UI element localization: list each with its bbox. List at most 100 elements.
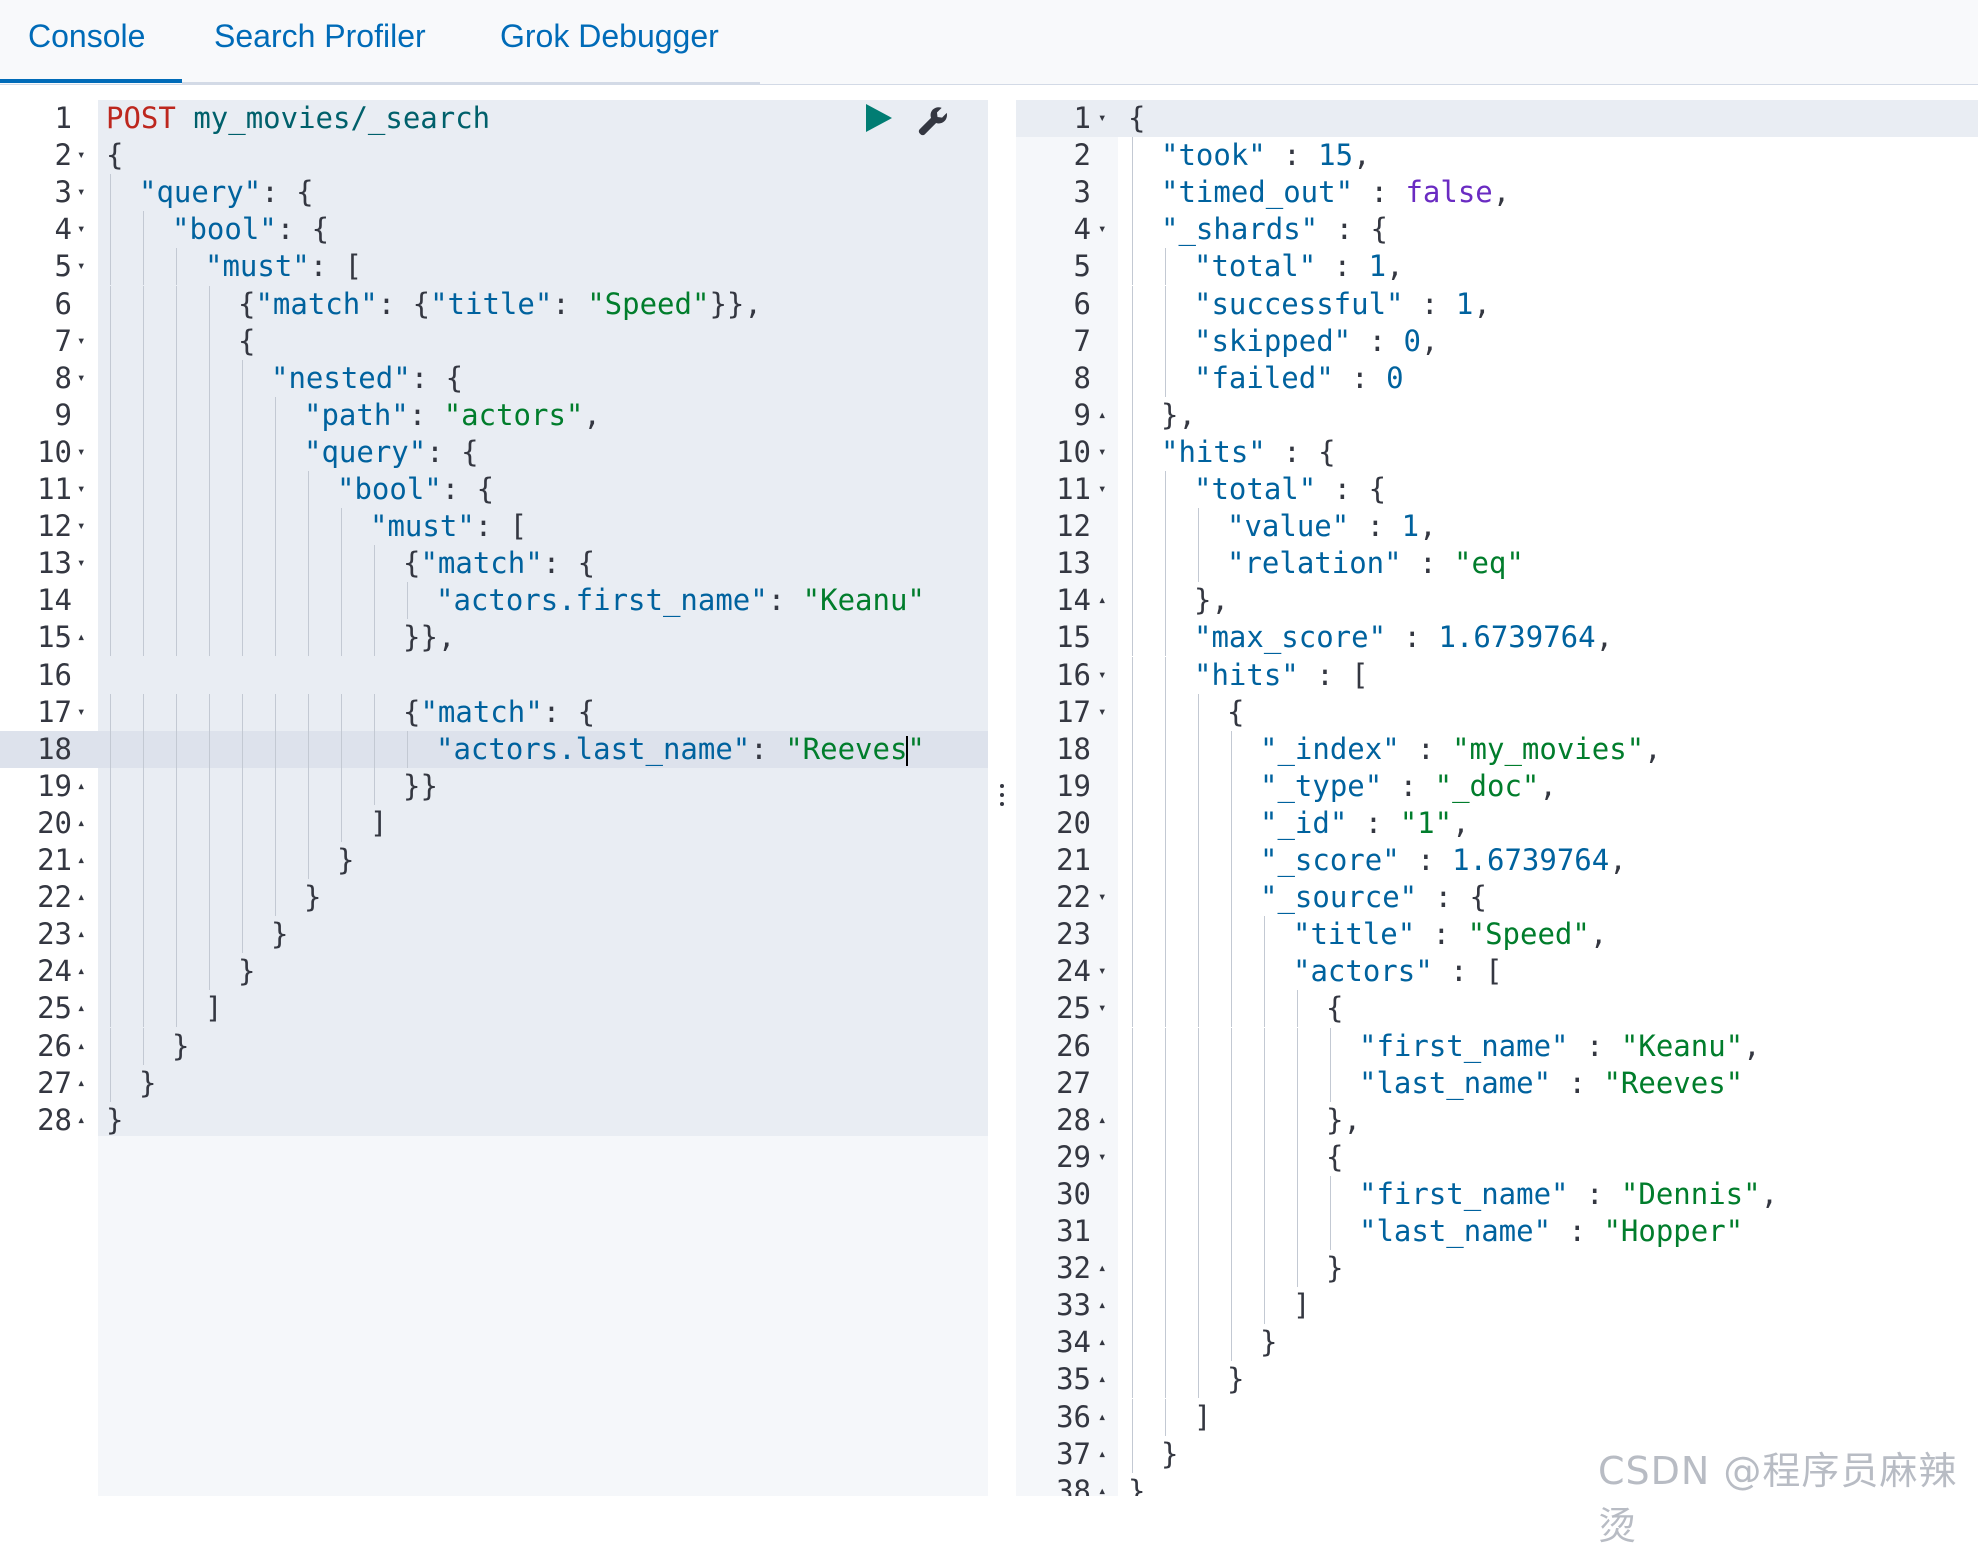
code-line[interactable]: 19▴}}: [0, 767, 990, 805]
code-line[interactable]: 17▾{: [1016, 693, 1978, 731]
code-line[interactable]: 34▴}: [1016, 1324, 1978, 1362]
fold-arrow-down-icon[interactable]: ▾: [77, 184, 86, 201]
fold-arrow-up-icon[interactable]: ▴: [77, 1000, 86, 1017]
fold-arrow-up-icon[interactable]: ▴: [1098, 1111, 1107, 1128]
response-viewer[interactable]: 1▾{2"took" : 15,3"timed_out" : false,4▾"…: [1016, 100, 1978, 1496]
code-line[interactable]: 1▾{: [1016, 100, 1978, 137]
code-line[interactable]: 6"successful" : 1,: [1016, 285, 1978, 323]
code-line[interactable]: 24▾"actors" : [: [1016, 953, 1978, 991]
code-line[interactable]: 6{"match": {"title": "Speed"}},: [0, 285, 990, 323]
code-line[interactable]: 17▾{"match": {: [0, 693, 990, 731]
code-line[interactable]: 25▾{: [1016, 990, 1978, 1028]
code-line[interactable]: 2▾{: [0, 137, 990, 174]
fold-arrow-down-icon[interactable]: ▾: [77, 555, 86, 572]
code-line[interactable]: 24▴}: [0, 953, 990, 991]
code-line[interactable]: 27▴}: [0, 1064, 990, 1102]
code-line[interactable]: 11▾"bool": {: [0, 471, 990, 509]
fold-arrow-up-icon[interactable]: ▴: [1098, 1334, 1107, 1351]
code-line[interactable]: 19"_type" : "_doc",: [1016, 767, 1978, 805]
fold-arrow-down-icon[interactable]: ▾: [1098, 110, 1107, 126]
code-line[interactable]: 22▾"_source" : {: [1016, 879, 1978, 917]
code-line[interactable]: 4▾"bool": {: [0, 211, 990, 249]
fold-arrow-up-icon[interactable]: ▴: [77, 629, 86, 646]
play-icon[interactable]: [866, 104, 892, 132]
fold-arrow-down-icon[interactable]: ▾: [1098, 703, 1107, 720]
fold-arrow-up-icon[interactable]: ▴: [1098, 1445, 1107, 1462]
code-line[interactable]: 36▴]: [1016, 1398, 1978, 1436]
fold-arrow-down-icon[interactable]: ▾: [1098, 889, 1107, 906]
fold-arrow-down-icon[interactable]: ▾: [1098, 221, 1107, 238]
code-line[interactable]: 4▾"_shards" : {: [1016, 211, 1978, 249]
code-line[interactable]: 26"first_name" : "Keanu",: [1016, 1027, 1978, 1065]
fold-arrow-up-icon[interactable]: ▴: [77, 963, 86, 980]
code-line[interactable]: 5▾"must": [: [0, 248, 990, 286]
code-line[interactable]: 18"_index" : "my_movies",: [1016, 730, 1978, 768]
tab-search-profiler[interactable]: Search Profiler: [214, 18, 426, 54]
fold-arrow-up-icon[interactable]: ▴: [77, 814, 86, 831]
code-line[interactable]: 8▾"nested": {: [0, 359, 990, 397]
fold-arrow-up-icon[interactable]: ▴: [1098, 1482, 1107, 1496]
code-line[interactable]: 37▴}: [1016, 1435, 1978, 1473]
fold-arrow-down-icon[interactable]: ▾: [1098, 963, 1107, 980]
fold-arrow-up-icon[interactable]: ▴: [77, 1111, 86, 1128]
code-line[interactable]: 16▾"hits" : [: [1016, 656, 1978, 694]
fold-arrow-down-icon[interactable]: ▾: [1098, 1000, 1107, 1017]
code-line[interactable]: 15"max_score" : 1.6739764,: [1016, 619, 1978, 657]
code-line[interactable]: 23"title" : "Speed",: [1016, 916, 1978, 954]
code-line[interactable]: 7▾{: [0, 322, 990, 360]
code-line[interactable]: 13"relation" : "eq": [1016, 545, 1978, 583]
code-line[interactable]: 30"first_name" : "Dennis",: [1016, 1175, 1978, 1213]
code-line[interactable]: 38▴}: [1016, 1473, 1978, 1496]
fold-arrow-down-icon[interactable]: ▾: [1098, 481, 1107, 497]
tab-console[interactable]: Console: [28, 18, 146, 54]
code-line[interactable]: 23▴}: [0, 916, 990, 954]
fold-arrow-up-icon[interactable]: ▴: [77, 1074, 86, 1091]
code-line[interactable]: 22▴}: [0, 879, 990, 917]
pane-resizer[interactable]: [998, 780, 1006, 814]
fold-arrow-down-icon[interactable]: ▾: [77, 481, 86, 497]
code-line[interactable]: 13▾{"match": {: [0, 545, 990, 583]
fold-arrow-down-icon[interactable]: ▾: [77, 369, 86, 386]
fold-arrow-down-icon[interactable]: ▾: [1098, 443, 1107, 460]
code-line[interactable]: 29▾{: [1016, 1138, 1978, 1176]
code-line[interactable]: 5"total" : 1,: [1016, 248, 1978, 286]
code-line[interactable]: 7"skipped" : 0,: [1016, 322, 1978, 360]
fold-arrow-up-icon[interactable]: ▴: [77, 889, 86, 906]
fold-arrow-up-icon[interactable]: ▴: [1098, 406, 1107, 423]
code-line[interactable]: 35▴}: [1016, 1361, 1978, 1399]
code-line[interactable]: 3"timed_out" : false,: [1016, 174, 1978, 212]
code-line[interactable]: 21▴}: [0, 842, 990, 880]
fold-arrow-down-icon[interactable]: ▾: [77, 147, 86, 164]
fold-arrow-down-icon[interactable]: ▾: [77, 221, 86, 238]
code-line[interactable]: 9▴},: [1016, 396, 1978, 434]
fold-arrow-down-icon[interactable]: ▾: [77, 518, 86, 535]
fold-arrow-up-icon[interactable]: ▴: [77, 926, 86, 943]
fold-arrow-up-icon[interactable]: ▴: [1098, 1408, 1107, 1425]
code-line[interactable]: 21"_score" : 1.6739764,: [1016, 842, 1978, 880]
fold-arrow-up-icon[interactable]: ▴: [77, 1037, 86, 1054]
request-empty-area[interactable]: [98, 1136, 988, 1496]
fold-arrow-down-icon[interactable]: ▾: [77, 703, 86, 720]
code-line[interactable]: 14"actors.first_name": "Keanu": [0, 582, 990, 620]
code-line[interactable]: 11▾"total" : {: [1016, 471, 1978, 509]
code-line[interactable]: 28▴}: [0, 1102, 990, 1139]
code-line[interactable]: 33▴]: [1016, 1287, 1978, 1325]
response-content-area[interactable]: [1118, 100, 1978, 1496]
fold-arrow-down-icon[interactable]: ▾: [77, 258, 86, 275]
code-line[interactable]: 10▾"hits" : {: [1016, 433, 1978, 471]
code-line[interactable]: 26▴}: [0, 1027, 990, 1065]
fold-arrow-down-icon[interactable]: ▾: [77, 443, 86, 460]
code-line[interactable]: 12"value" : 1,: [1016, 508, 1978, 546]
code-line[interactable]: 32▴}: [1016, 1250, 1978, 1288]
code-line[interactable]: 3▾"query": {: [0, 174, 990, 212]
code-line[interactable]: 10▾"query": {: [0, 433, 990, 471]
code-line[interactable]: 16: [0, 657, 990, 694]
fold-arrow-up-icon[interactable]: ▴: [77, 777, 86, 794]
code-line[interactable]: 9"path": "actors",: [0, 396, 990, 434]
code-line[interactable]: 8"failed" : 0: [1016, 359, 1978, 397]
tab-grok-debugger[interactable]: Grok Debugger: [500, 18, 719, 54]
fold-arrow-down-icon[interactable]: ▾: [1098, 1148, 1107, 1165]
code-line[interactable]: 27"last_name" : "Reeves": [1016, 1064, 1978, 1102]
